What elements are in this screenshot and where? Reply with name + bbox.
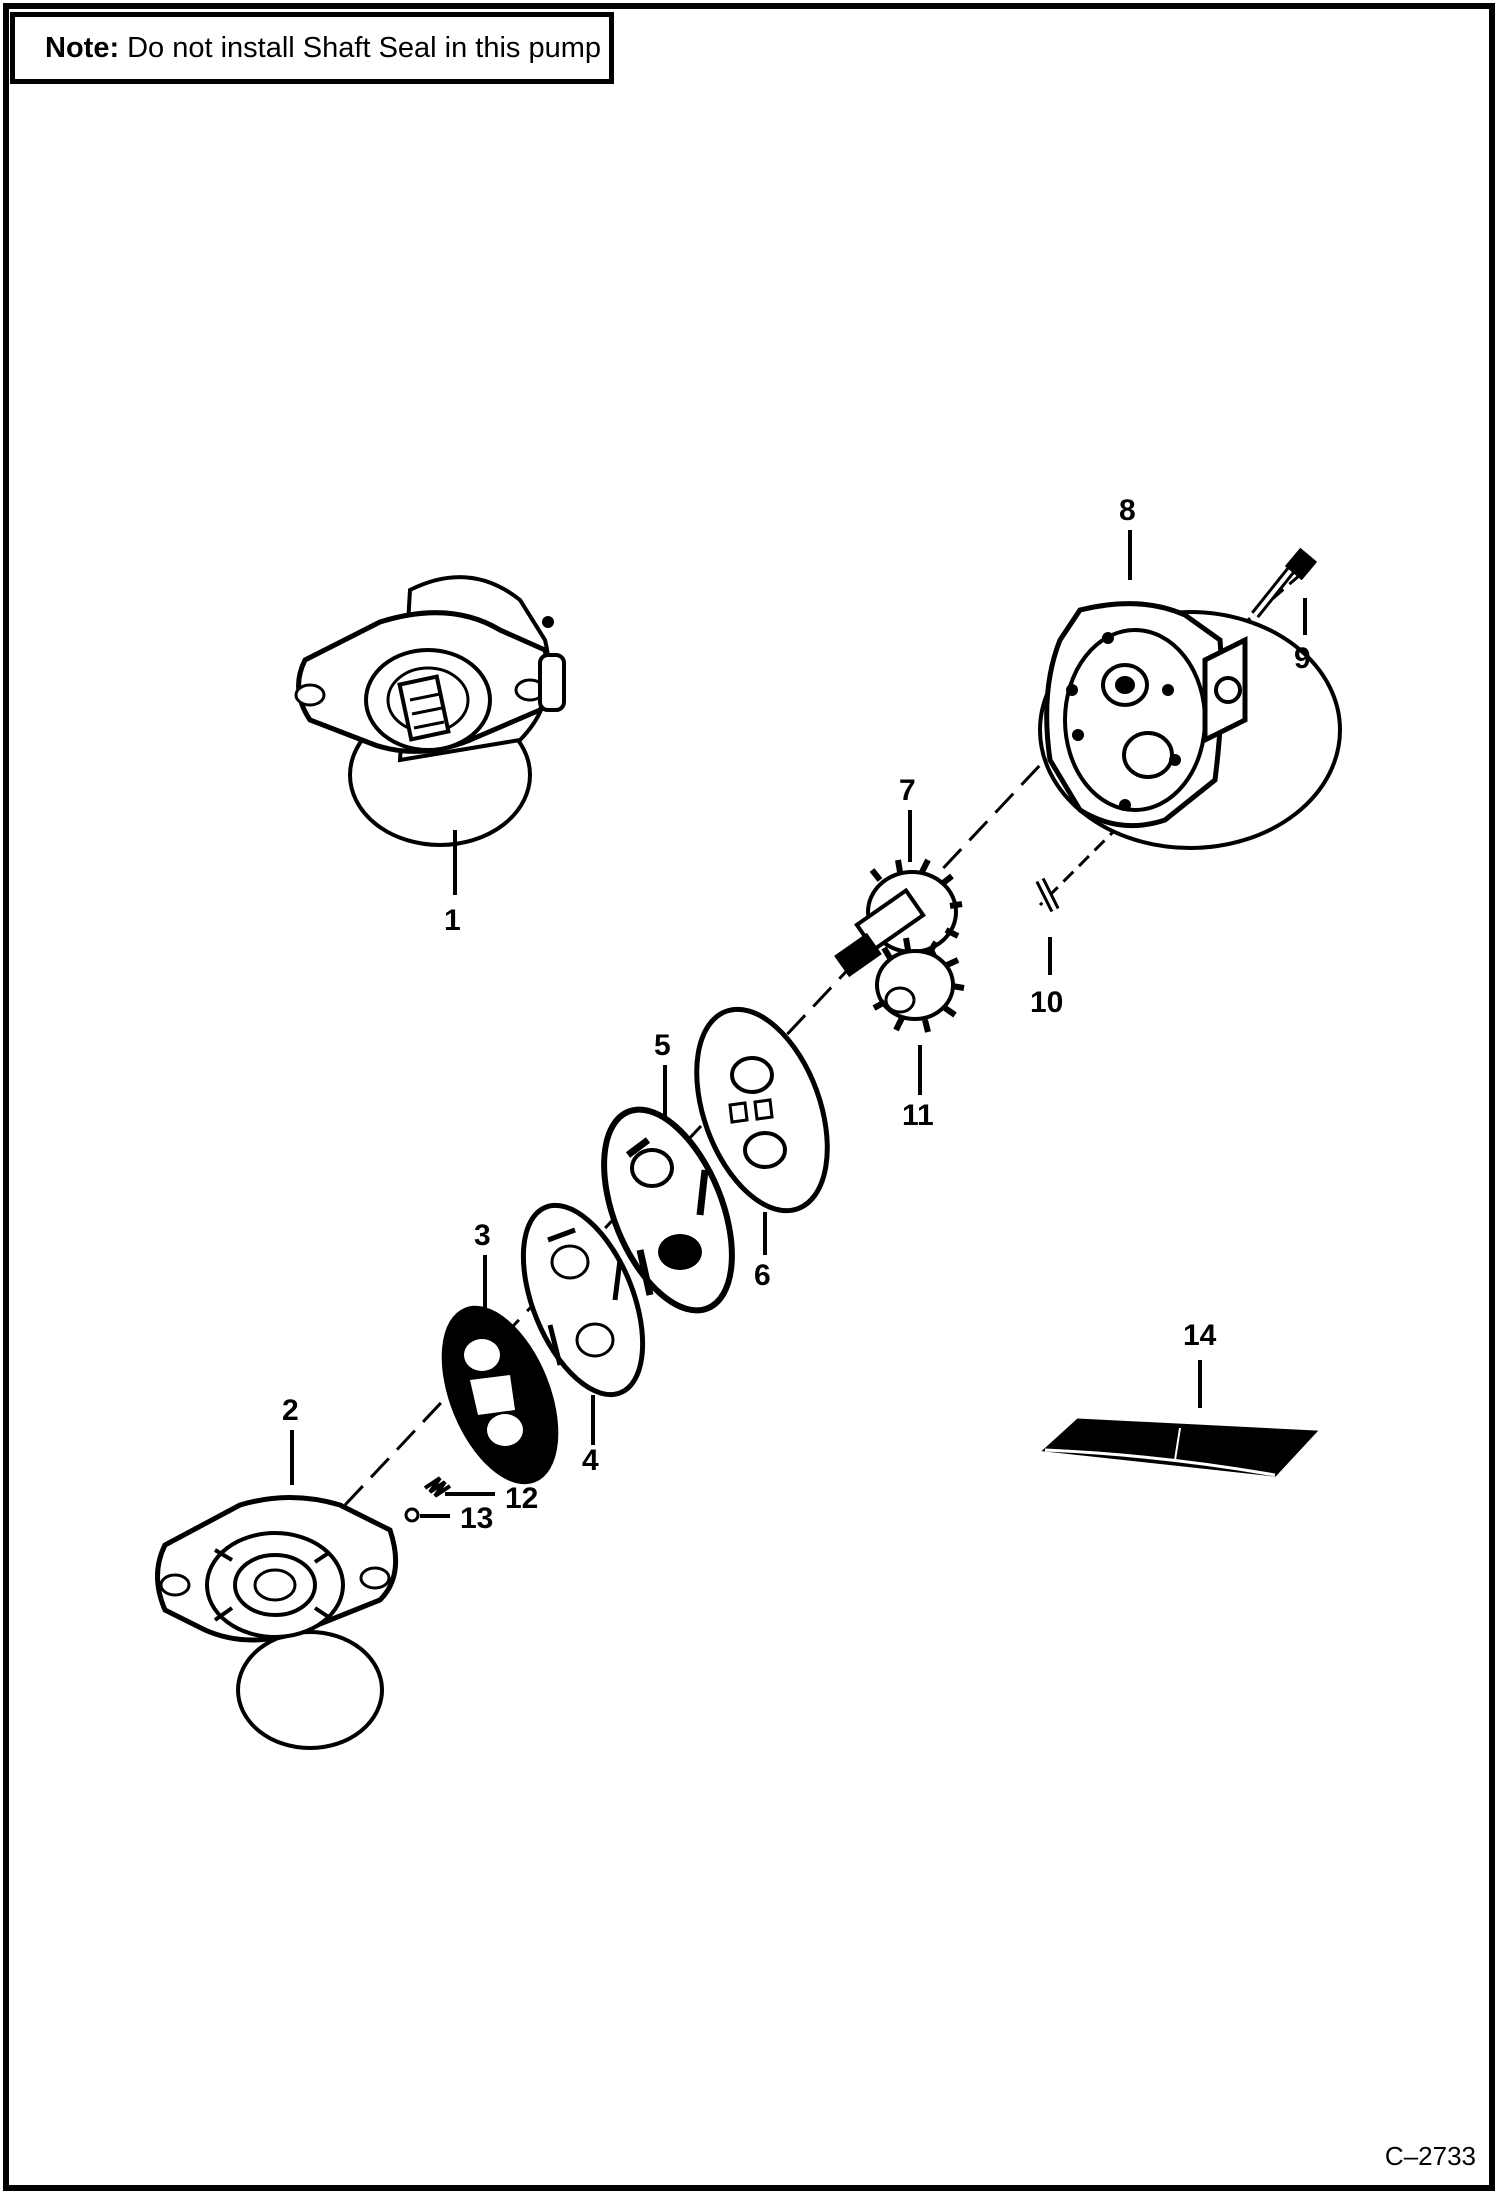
part-1-pump-assembly	[294, 575, 566, 847]
part-13-ball	[404, 1507, 420, 1523]
outer-border	[3, 3, 1495, 2191]
part-7-drive-gear	[834, 858, 963, 978]
callout-14: 14	[1183, 1319, 1217, 1352]
callout-5: 5	[654, 1029, 671, 1062]
part-9-bolt	[1251, 547, 1318, 619]
callout-13: 13	[460, 1502, 493, 1535]
part-4-seal-plate	[520, 1202, 646, 1398]
callout-2: 2	[282, 1394, 299, 1427]
part-5-wear-plate	[601, 1106, 735, 1314]
part-12-spring	[423, 1476, 452, 1498]
figure-code: C–2733	[1384, 2141, 1476, 2171]
note-text: Do not install Shaft Seal in this pump	[127, 31, 602, 64]
part-2-front-housing	[155, 1495, 399, 1750]
part-11-idler-gear	[872, 937, 965, 1033]
callout-11: 11	[902, 1099, 934, 1132]
callout-8: 8	[1119, 494, 1136, 527]
callout-1: 1	[444, 904, 461, 937]
callout-9: 9	[1294, 642, 1311, 675]
callout-12: 12	[505, 1482, 538, 1515]
installation-note: Note: Do not install Shaft Seal in this …	[10, 12, 614, 84]
callout-3: 3	[474, 1219, 491, 1252]
callout-7: 7	[899, 774, 916, 807]
callout-6: 6	[754, 1259, 771, 1292]
callout-10: 10	[1030, 986, 1063, 1019]
pin-centerline	[1038, 823, 1122, 907]
note-prefix: Note:	[45, 31, 120, 64]
part-3-gasket	[441, 1305, 559, 1485]
part-8-rear-housing	[1038, 601, 1342, 850]
part-10-pin	[1035, 877, 1060, 913]
part-6-thrust-plate	[694, 1006, 830, 1214]
part-14-kit-package	[1041, 1418, 1319, 1477]
callout-4: 4	[582, 1444, 599, 1477]
